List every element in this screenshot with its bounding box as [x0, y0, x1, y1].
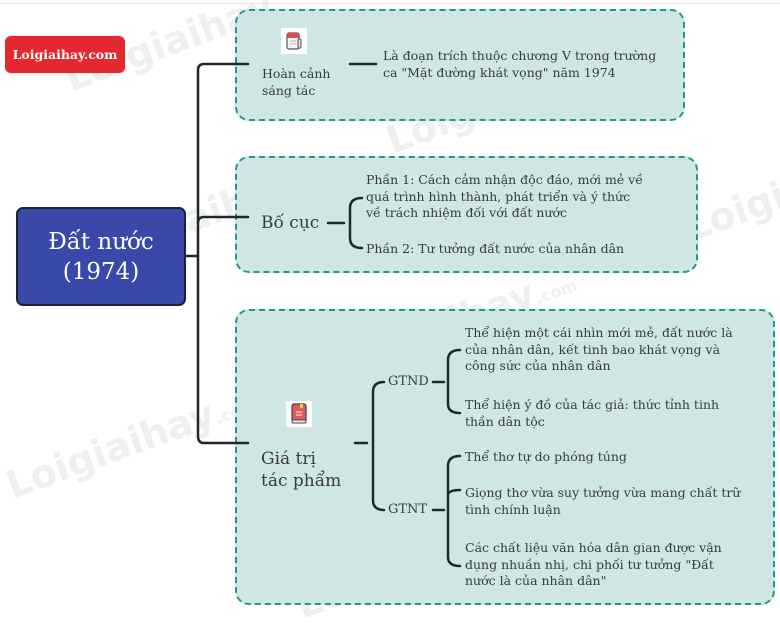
structure-part-1: Phần 1: Cách cảm nhận độc đáo, mới mẻ về… — [366, 172, 643, 222]
gtnd-bracket — [446, 348, 462, 415]
gtnd-item-line: Thể hiện ý đồ của tác giả: thức tỉnh tin… — [465, 397, 720, 412]
value-label-line: tác phẩm — [261, 471, 342, 491]
context-content-line: ca "Mặt đường khát vọng" năm 1974 — [383, 64, 616, 80]
gtnd-item-line: của nhân dân, kết tinh bao khát vọng và — [465, 341, 721, 357]
notebook-icon — [281, 28, 307, 54]
structure-part-2: Phần 2: Tư tưởng đất nước của nhân dân — [366, 241, 624, 258]
gtnd-item-line: Thể hiện một cái nhìn mới mẻ, đất nước l… — [465, 325, 733, 340]
gtnt-label[interactable]: GTNT — [388, 502, 428, 517]
gtnt-item-3: Các chất liệu văn hóa dân gian được vận … — [465, 540, 722, 590]
structure-part-line: về trách nhiệm đối với đất nước — [366, 205, 567, 220]
connector-lines — [184, 62, 462, 568]
gtnt-item-1: Thể thơ tự do phóng túng — [465, 449, 627, 466]
gtnt-item-line: Các chất liệu văn hóa dân gian được vận — [465, 540, 722, 555]
structure-label[interactable]: Bố cục — [261, 213, 320, 233]
gtnd-item-1: Thể hiện một cái nhìn mới mẻ, đất nước l… — [465, 325, 733, 375]
structure-part-line: Phần 1: Cách cảm nhận độc đáo, mới mẻ về — [366, 172, 643, 187]
root-year: (1974) — [62, 258, 140, 285]
gtnt-item-2: Giọng thơ vừa suy tưởng vừa mang chất tr… — [465, 485, 740, 518]
gtnt-item-line: nước là của nhân dân" — [465, 573, 607, 588]
trunk-middle — [196, 215, 250, 225]
gtnt-middle-branch — [446, 488, 462, 496]
gtnt-item-line: Giọng thơ vừa suy tưởng vừa mang chất tr… — [465, 485, 741, 500]
gtnd-item-line: thần dân tộc — [465, 413, 545, 429]
context-content-line: Là đoạn trích thuộc chương V trong trườn… — [383, 48, 657, 63]
structure-bracket — [348, 196, 364, 250]
gtnd-item-2: Thể hiện ý đồ của tác giả: thức tỉnh tin… — [465, 397, 719, 430]
gtnd-item-line: công sức của nhân dân — [465, 358, 611, 373]
root-node[interactable]: Đất nước (1974) — [16, 207, 186, 306]
top-divider — [0, 0, 780, 4]
gtnt-item-line: tình chính luận — [465, 501, 561, 517]
value-label-line: Giá trị — [261, 449, 316, 469]
value-bracket — [371, 380, 386, 512]
brand-label: Loigiaihay.com — [12, 47, 118, 62]
branch-value-box — [235, 309, 775, 605]
value-label[interactable]: Giá trị tác phẩm — [261, 448, 341, 492]
gtnt-bracket — [446, 454, 462, 568]
branch-structure-box — [235, 156, 698, 273]
brand-logo[interactable]: Loigiaihay.com — [5, 36, 125, 73]
gtnd-label[interactable]: GTND — [388, 374, 429, 389]
structure-part-line: quá trình hình thành, phát triển và ý th… — [366, 188, 631, 204]
book-icon — [286, 401, 312, 427]
structure-part-line: Phần 2: Tư tưởng đất nước của nhân dân — [366, 241, 625, 256]
branch-context-box — [235, 9, 685, 121]
context-label-line: Hoàn cảnh — [262, 66, 331, 81]
gtnt-item-line: dụng nhuần nhị, chi phối tư tưởng "Đất — [465, 556, 714, 572]
gtnt-item-line: Thể thơ tự do phóng túng — [465, 449, 627, 464]
context-label[interactable]: Hoàn cảnh sáng tác — [262, 66, 330, 99]
context-label-line: sáng tác — [262, 82, 316, 98]
root-title: Đất nước — [48, 228, 154, 255]
context-content: Là đoạn trích thuộc chương V trong trườn… — [383, 48, 656, 81]
trunk-outer — [196, 62, 250, 445]
